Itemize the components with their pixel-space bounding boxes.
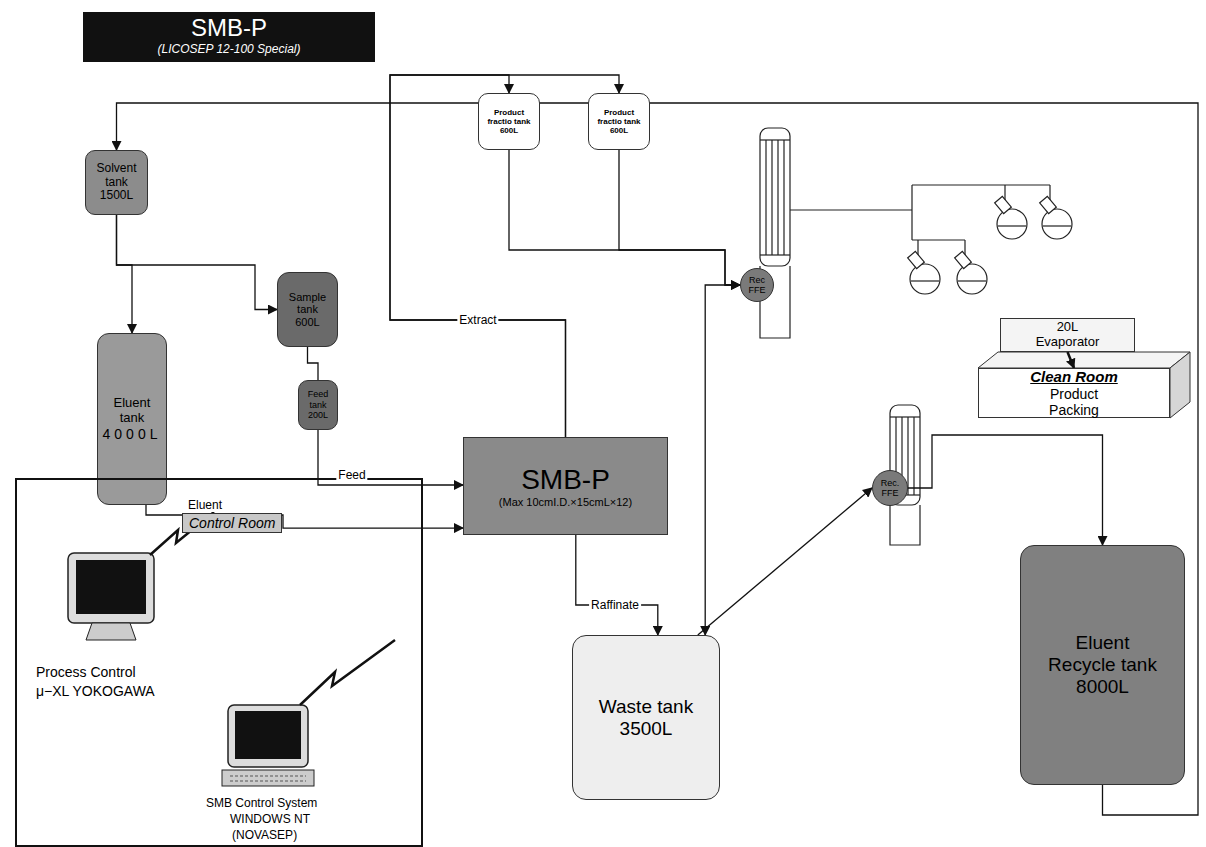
flow-line: [117, 215, 133, 333]
node-text: Packing: [1049, 402, 1099, 418]
node-text: 8000L: [1076, 676, 1129, 698]
node-text: 20L: [1057, 320, 1079, 335]
flow-line: [117, 103, 1199, 815]
tank: Product fractio tank600L: [478, 93, 540, 150]
flow-line: [705, 285, 740, 635]
node-text: Product fractio tank: [481, 108, 537, 126]
distillate-line: [790, 185, 1050, 255]
room-frame: Control Room: [15, 478, 423, 847]
node-text: Sample tank: [280, 291, 335, 316]
edge-label: Feed: [336, 468, 367, 482]
flow-line: [698, 488, 872, 635]
tank: Solvent tank1500L: [85, 150, 148, 215]
node-text: Evaporator: [1036, 335, 1100, 350]
device-label: SMB Control System: [206, 796, 317, 810]
process-box: SMB-P(Max 10cmI.D.×15cmL×12): [463, 437, 668, 535]
monitor-icon: [222, 705, 314, 786]
edge-label: Raffinate: [589, 598, 641, 612]
node-text: 600L: [295, 316, 319, 329]
ffe-circle: Rec.FFE: [872, 470, 908, 506]
wireless-link: [300, 640, 395, 705]
node-text: Feed tank: [301, 389, 335, 410]
tank: EluentRecycle tank8000L: [1020, 545, 1185, 785]
node-text: Eluent: [1076, 632, 1130, 654]
node-text: 4000L: [103, 426, 162, 442]
flow-line: [117, 215, 278, 310]
node-text: Waste tank: [599, 696, 693, 718]
process-box: 20LEvaporator: [1000, 318, 1135, 352]
title: SMB-P: [83, 14, 375, 42]
node-text: Product: [1050, 386, 1098, 402]
flow-line: [318, 430, 463, 485]
node-text: FFE: [749, 285, 766, 295]
edge-label: Eluent: [186, 498, 224, 512]
flow-line: [390, 75, 619, 437]
node-text: Product fractio tank: [591, 108, 647, 126]
tank: Sample tank600L: [277, 272, 338, 347]
flask: [908, 196, 1072, 294]
flow-line: [308, 347, 319, 380]
title-band: [83, 12, 375, 62]
node-text: 200L: [308, 410, 328, 420]
flow-line: [1068, 352, 1075, 368]
device-label: WINDOWS NT: [230, 812, 310, 826]
node-text: 3500L: [620, 718, 673, 740]
ffe-circle: RecFFE: [740, 268, 774, 302]
node-text: Solvent tank: [88, 162, 145, 190]
monitor-icon: [68, 553, 154, 640]
node-text: (Max 10cmI.D.×15cmL×12): [499, 496, 632, 509]
node-text: 600L: [500, 126, 518, 135]
edge-label: Extract: [457, 313, 498, 327]
tank: Product fractio tank600L: [588, 93, 650, 150]
device-label: (NOVASEP): [232, 828, 297, 842]
flow-line: [509, 150, 740, 285]
flask-level: [911, 226, 1071, 281]
node-text: 600L: [610, 126, 628, 135]
flow-line: [619, 150, 740, 285]
node-text: FFE: [882, 488, 899, 498]
condenser: [760, 128, 790, 266]
node-text: Control Room: [182, 513, 282, 533]
node-text: SMB-P: [521, 464, 610, 496]
device-label: μ−XL YOKOGAWA: [36, 683, 155, 699]
node-text: Recycle tank: [1048, 654, 1157, 676]
node-text: Rec: [749, 275, 765, 285]
recycle-loop: [890, 505, 920, 545]
node-text: Rec.: [881, 478, 900, 488]
clean-room-3d: [978, 352, 1190, 418]
node-text: 1500L: [100, 189, 133, 203]
tank: Waste tank3500L: [572, 635, 720, 800]
node-text: Eluent tank: [100, 396, 164, 426]
process-box: Clean RoomProductPacking: [978, 368, 1170, 418]
tank: Feed tank200L: [298, 380, 338, 430]
device-label: Process Control: [36, 664, 136, 680]
subtitle: (LICOSEP 12-100 Special): [83, 42, 375, 56]
flow-line: [576, 535, 658, 635]
flow-line: [390, 75, 566, 437]
flow-line: [908, 435, 1103, 545]
node-text: Clean Room: [1030, 368, 1118, 385]
